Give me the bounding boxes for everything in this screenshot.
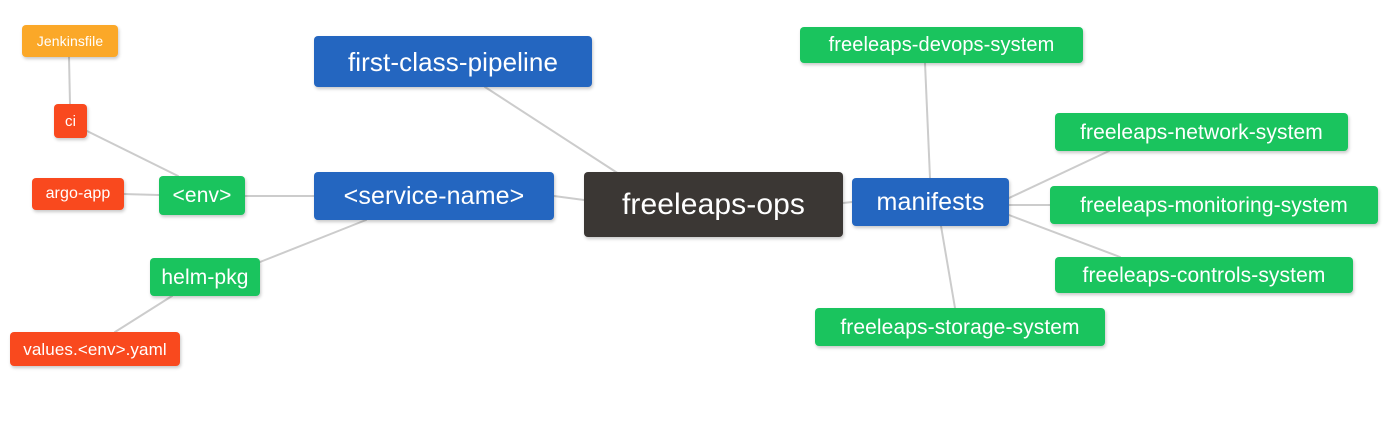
node-label: freeleaps-devops-system (828, 34, 1055, 56)
node-freeleaps-devops-system[interactable]: freeleaps-devops-system (800, 27, 1083, 63)
node-first-class-pipeline[interactable]: first-class-pipeline (314, 36, 592, 87)
node-label: Jenkinsfile (36, 33, 104, 49)
edge-freeleaps-ops-to-manifests (842, 201, 853, 204)
node-values-env-yaml[interactable]: values.<env>.yaml (10, 332, 180, 366)
node-freeleaps-controls-system[interactable]: freeleaps-controls-system (1055, 257, 1353, 293)
node-freeleaps-ops[interactable]: freeleaps-ops (584, 172, 843, 237)
node-ci[interactable]: ci (54, 104, 87, 138)
node-jenkinsfile[interactable]: Jenkinsfile (22, 25, 118, 57)
node-freeleaps-monitoring-system[interactable]: freeleaps-monitoring-system (1050, 186, 1378, 224)
node-label: first-class-pipeline (347, 46, 559, 77)
node-label: freeleaps-controls-system (1082, 263, 1326, 287)
node-label: <service-name> (343, 181, 525, 210)
node-label: freeleaps-ops (621, 187, 806, 221)
node-label: values.<env>.yaml (23, 339, 167, 359)
node-freeleaps-network-system[interactable]: freeleaps-network-system (1055, 113, 1348, 151)
edge-env-to-ci (86, 130, 179, 177)
edge-manifests-to-freeleaps-devops-system (924, 62, 931, 179)
edge-freeleaps-ops-to-first-class-pipeline (484, 86, 620, 175)
node-manifests[interactable]: manifests (852, 178, 1009, 226)
node-argo-app[interactable]: argo-app (32, 178, 124, 210)
node-freeleaps-storage-system[interactable]: freeleaps-storage-system (815, 308, 1105, 346)
node-label: ci (64, 112, 77, 130)
node-label: freeleaps-network-system (1080, 120, 1323, 144)
node-label: <env> (172, 184, 232, 207)
node-label: freeleaps-storage-system (840, 315, 1080, 339)
node-env[interactable]: <env> (159, 176, 245, 215)
edge-freeleaps-ops-to-service-name (553, 195, 585, 201)
node-service-name[interactable]: <service-name> (314, 172, 554, 220)
node-helm-pkg[interactable]: helm-pkg (150, 258, 260, 296)
node-label: manifests (876, 187, 985, 216)
node-label: argo-app (45, 185, 111, 202)
edge-helm-pkg-to-values-env-yaml (114, 295, 173, 333)
edge-ci-to-jenkinsfile (68, 56, 71, 105)
node-label: freeleaps-monitoring-system (1080, 193, 1348, 217)
node-label: helm-pkg (161, 265, 249, 289)
edge-manifests-to-freeleaps-storage-system (940, 225, 956, 309)
edge-env-to-argo-app (123, 193, 160, 196)
edge-service-name-to-helm-pkg (259, 219, 367, 263)
